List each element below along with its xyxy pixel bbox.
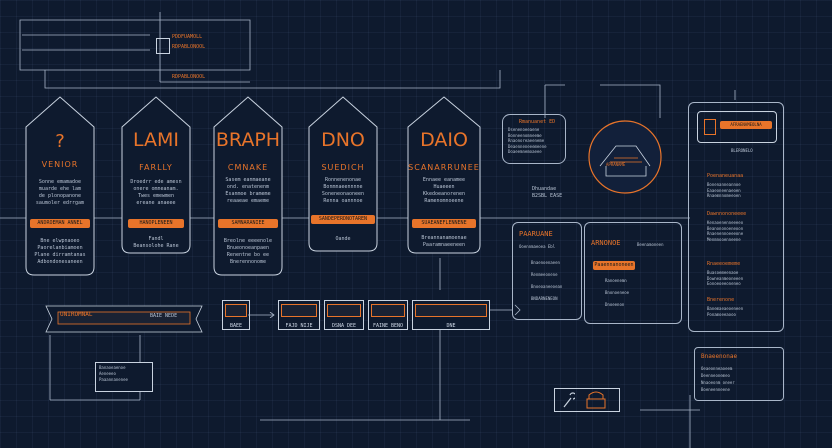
bottom-right-box: Bnaeenonae Oeaeonneaoeem Deenneonemeo Nn… [694, 347, 784, 401]
note-text: Banaoeaenoe Aeneeeo Paaannanenee [99, 365, 128, 382]
lock-icon[interactable] [585, 391, 607, 409]
top-sub-line-2: RDPABLONOOL [172, 74, 206, 80]
mid-right-item[interactable]: Dnoeenon [605, 302, 625, 307]
document-icon [156, 38, 170, 54]
mid-left-heading: PAARUANE [519, 230, 553, 238]
info-label: Dhuandae B2SBL EASE [532, 186, 563, 199]
item-text: Buasoemeenaoe Downeanmeoneeen Eonoeoeeon… [707, 270, 744, 286]
card-subtitle: FARLLY [139, 163, 173, 172]
card-title: DNO [321, 129, 365, 151]
info-heading: Rmanuanet ED [519, 119, 556, 125]
item-heading: Poenaneuanaa [707, 173, 744, 179]
mid-left-item[interactable]: BNDARNENEON [531, 296, 558, 301]
item-heading: Rnaeeoememe [707, 261, 741, 267]
right-panel-sub: BLERONELO [731, 148, 753, 153]
mid-panel-left: PAARUANE Ooennmaeoea Ebl Bnaenoenaeen Re… [512, 222, 582, 320]
module-arrow [248, 312, 275, 318]
card-subtitle: CMNAKE [227, 163, 269, 172]
module-2[interactable]: FAJD NIJE [278, 300, 320, 330]
item-text: Bonenanneannoe Eaaeoneenaeoen Rnaemnnome… [707, 182, 741, 198]
card-footer: Fandl Beansolohe Rane [133, 236, 179, 249]
card-footer: Bne elwpnaoeo Paorelanbiamoen Plane dirr… [34, 238, 86, 265]
mid-left-item[interactable]: Bnoeoaneeoean [531, 284, 563, 289]
mid-left-sub: Ooennmaeoea Ebl [519, 244, 556, 249]
circle-heading: APRANAME [606, 162, 626, 167]
module-5[interactable]: DNE [412, 300, 490, 330]
stage-card-5[interactable]: DAIO SCANARRUNEE Ennaee eanamee Huaeeen … [404, 95, 484, 255]
module-4[interactable]: FAINE BENO [368, 300, 408, 330]
card-button[interactable]: SANDEPERDNOTAREN [311, 215, 375, 224]
top-sub-line: RDPABLONOOL [172, 44, 206, 50]
wrench-icon[interactable] [561, 392, 575, 408]
card-subtitle: SCANARRUNEE [408, 163, 480, 172]
module-label: BAEE [229, 323, 243, 329]
module-3[interactable]: DSNA DEE [324, 300, 364, 330]
card-title: ? [55, 131, 65, 152]
info-bubble: Rmanuanet ED Dsenenoeeaene Bonneenomneem… [502, 114, 566, 164]
stage-card-4[interactable]: DNO SUEDICH Ronnenenonae Bonmnaeennnne S… [305, 95, 381, 253]
top-title-line: PDDFUAMOLL [172, 34, 203, 40]
card-text: Sasem eanmaeane ond. enatenenm Esanmoe b… [225, 177, 271, 204]
lock-icon [704, 119, 716, 135]
house-emblem-icon [588, 120, 662, 194]
mid-left-item[interactable]: Bnaenoenaeen [531, 260, 560, 265]
stage-card-2[interactable]: LAMI FARLLY Droedrr ede amesn onere omne… [118, 95, 194, 255]
module-1[interactable]: BAEE [222, 300, 250, 330]
item-text: Kenaoenenneeeeo Beanononoeneoon Rnaenenn… [707, 220, 744, 242]
module-label: DNE [446, 323, 456, 329]
right-panel: AFRAENAMEOLNA BLERONELO Poenaneuanaa Bon… [688, 102, 784, 332]
card-subtitle: VENIOR [41, 160, 79, 169]
ribbon-tag: BAIE NEDE [150, 313, 178, 319]
card-footer: Breannanamoenae Paaramnaeeneen [421, 235, 467, 248]
right-panel-header: AFRAENAMEOLNA [697, 111, 777, 143]
bottom-right-lines: Oeaeonneaoeem Deenneonemeo Nnaoeonm onee… [701, 366, 735, 392]
right-panel-label[interactable]: AFRAENAMEOLNA [720, 121, 772, 129]
item-heading: Bnerenone [707, 297, 735, 303]
bottom-ribbon [45, 305, 203, 333]
mid-right-item[interactable]: Ranoenemn [605, 278, 627, 283]
card-button[interactable]: SAMNARANIEE [218, 219, 278, 228]
bottom-left-note: Banaoeaenoe Aeneeeo Paaannanenee [95, 362, 153, 392]
card-title: DAIO [420, 129, 468, 151]
item-text: Banemaeaeoeneen Ponamoeeaooo [707, 306, 744, 317]
card-subtitle: SUEDICH [321, 163, 365, 172]
tool-panel [554, 388, 620, 412]
mid-right-heading: ARNONOE [591, 239, 621, 247]
module-label: DSNA DEE [331, 323, 357, 329]
card-text: Sonne emamadoe muarde ehe lam de plonopa… [35, 179, 85, 206]
card-text: Ronnenenonae Bonmnaeennnne Soneneonaonee… [321, 177, 365, 204]
card-text: Ennaee eanamee Huaeeen Kkedoeanorenen Ra… [422, 177, 466, 204]
card-button[interactable]: HANOPLENEEN [128, 219, 184, 228]
bottom-right-heading: Bnaeenonae [701, 353, 738, 360]
mid-right-item[interactable]: Bnonoeneoe [605, 290, 630, 295]
stage-card-3[interactable]: BRAPH CMNAKE Sasem eanmaeane ond. enaten… [210, 95, 286, 277]
card-title: BRAPH [215, 129, 281, 151]
card-text: Droedrr ede amesn onere omneanam. Twes e… [130, 179, 182, 206]
mid-panel-right: ARNONOE Beenamoneen Paaennanoneen Ranoen… [584, 222, 682, 324]
item-heading: Dawnnononeeee [707, 211, 747, 217]
module-label: FAINE BENO [372, 323, 404, 329]
ribbon-label: UNIROMNAL [60, 311, 93, 318]
card-footer: Oande [335, 236, 351, 242]
info-lines: Dsenenoeeaene Bonneenomneeme Rnaonoreaee… [508, 127, 547, 154]
module-label: FAJD NIJE [285, 323, 313, 329]
card-button[interactable]: ANDROEMAN ANNEL [30, 219, 90, 228]
card-title: LAMI [132, 129, 179, 151]
mid-right-item[interactable]: Paaennanoneen [593, 261, 635, 270]
mid-left-item[interactable]: Renmeeonene [531, 272, 558, 277]
mid-right-sub: Beenamoneen [637, 242, 664, 247]
card-button[interactable]: SUAEANEFLENNENE [412, 219, 476, 228]
stage-card-1[interactable]: ? VENIOR Sonne emamadoe muarde ehe lam d… [22, 95, 98, 277]
card-footer: Breolne eeeenole Bnueonoeanpaen Renentne… [223, 238, 273, 265]
